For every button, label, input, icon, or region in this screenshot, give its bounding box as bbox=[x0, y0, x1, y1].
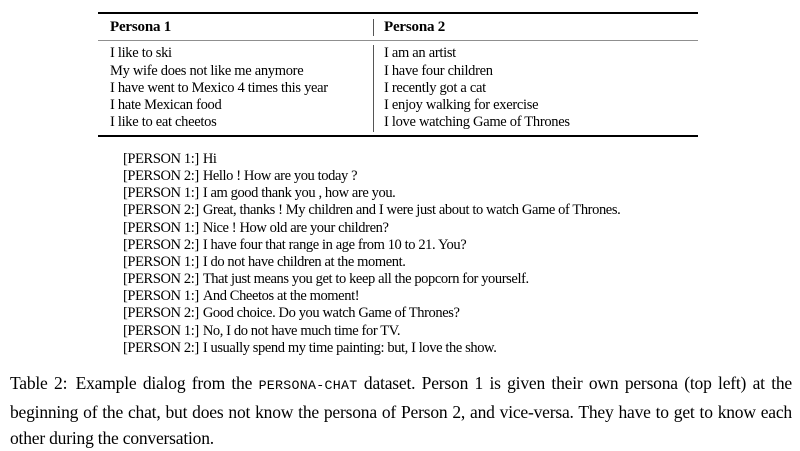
table-caption: Table 2: Example dialog from the PERSONA-… bbox=[10, 370, 792, 451]
persona2-fact: I recently got a cat bbox=[384, 79, 486, 96]
dialog-line: [PERSON 2:]I usually spend my time paint… bbox=[123, 340, 620, 357]
persona1-column-header: Persona 1 bbox=[110, 19, 172, 35]
persona1-fact: My wife does not like me anymore bbox=[110, 62, 304, 79]
caption-text-before: Example dialog from the bbox=[75, 373, 259, 393]
speaker-label: [PERSON 1:] bbox=[123, 253, 199, 270]
speaker-label: [PERSON 2:] bbox=[123, 339, 199, 356]
utterance-text: Great, thanks ! My children and I were j… bbox=[202, 202, 621, 219]
caption-label: Table 2: bbox=[10, 373, 68, 393]
persona1-facts-list: I like to ski My wife does not like me a… bbox=[98, 45, 373, 131]
dialog-line: [PERSON 1:]I am good thank you , how are… bbox=[123, 185, 620, 202]
dialog-line: [PERSON 1:]Nice ! How old are your child… bbox=[123, 220, 620, 237]
persona-table-header-row: Persona 1 Persona 2 bbox=[98, 14, 698, 42]
utterance-text: I do not have children at the moment. bbox=[202, 253, 406, 270]
dialog-line: [PERSON 1:]And Cheetos at the moment! bbox=[123, 288, 620, 305]
utterance-text: I have four that range in age from 10 to… bbox=[202, 236, 467, 253]
dialog-line: [PERSON 2:]I have four that range in age… bbox=[123, 237, 620, 254]
utterance-text: Nice ! How old are your children? bbox=[202, 219, 389, 236]
caption-text-after: dataset. Person 1 is given their own per… bbox=[10, 373, 792, 448]
persona-table-body-row: I like to ski My wife does not like me a… bbox=[98, 41, 698, 134]
speaker-label: [PERSON 2:] bbox=[123, 305, 199, 322]
dialog-line: [PERSON 2:]That just means you get to ke… bbox=[123, 271, 620, 288]
persona2-fact: I enjoy walking for exercise bbox=[384, 97, 539, 114]
speaker-label: [PERSON 2:] bbox=[123, 168, 199, 185]
speaker-label: [PERSON 1:] bbox=[123, 151, 199, 167]
persona2-fact: I am an artist bbox=[384, 45, 456, 62]
speaker-label: [PERSON 1:] bbox=[123, 219, 199, 236]
utterance-text: I am good thank you , how are you. bbox=[202, 185, 396, 202]
speaker-label: [PERSON 2:] bbox=[123, 202, 199, 219]
persona2-column-header: Persona 2 bbox=[373, 19, 698, 37]
persona2-fact: I have four children bbox=[384, 62, 493, 79]
speaker-label: [PERSON 1:] bbox=[123, 322, 199, 339]
dialog-transcript: [PERSON 1:]Hi [PERSON 2:]Hello ! How are… bbox=[123, 151, 621, 357]
speaker-label: [PERSON 1:] bbox=[123, 288, 199, 305]
dialog-line: [PERSON 1:]No, I do not have much time f… bbox=[123, 323, 620, 340]
utterance-text: Hello ! How are you today ? bbox=[202, 168, 358, 185]
utterance-text: No, I do not have much time for TV. bbox=[202, 322, 401, 339]
persona1-fact: I hate Mexican food bbox=[110, 97, 222, 114]
speaker-label: [PERSON 2:] bbox=[123, 271, 199, 288]
dialog-line: [PERSON 1:]Hi bbox=[123, 151, 620, 168]
dialog-line: [PERSON 2:]Good choice. Do you watch Gam… bbox=[123, 305, 620, 322]
persona-table: Persona 1 Persona 2 I like to ski My wif… bbox=[98, 12, 698, 137]
persona2-facts-list: I am an artist I have four children I re… bbox=[373, 45, 698, 132]
persona1-fact: I like to eat cheetos bbox=[110, 114, 217, 131]
persona2-fact: I love watching Game of Thrones bbox=[384, 114, 570, 131]
persona1-fact: I have went to Mexico 4 times this year bbox=[110, 79, 328, 96]
utterance-text: Good choice. Do you watch Game of Throne… bbox=[202, 305, 460, 322]
dialog-line: [PERSON 2:]Hello ! How are you today ? bbox=[123, 168, 620, 185]
utterance-text: And Cheetos at the moment! bbox=[202, 288, 360, 305]
utterance-text: I usually spend my time painting: but, I… bbox=[202, 339, 497, 356]
speaker-label: [PERSON 1:] bbox=[123, 185, 199, 202]
dialog-line: [PERSON 2:]Great, thanks ! My children a… bbox=[123, 202, 621, 219]
utterance-text: That just means you get to keep all the … bbox=[202, 271, 529, 288]
speaker-label: [PERSON 2:] bbox=[123, 236, 199, 253]
utterance-text: Hi bbox=[202, 151, 217, 167]
dataset-name: PERSONA-CHAT bbox=[258, 378, 358, 393]
dialog-line: [PERSON 1:]I do not have children at the… bbox=[123, 254, 620, 271]
persona1-fact: I like to ski bbox=[110, 45, 172, 62]
